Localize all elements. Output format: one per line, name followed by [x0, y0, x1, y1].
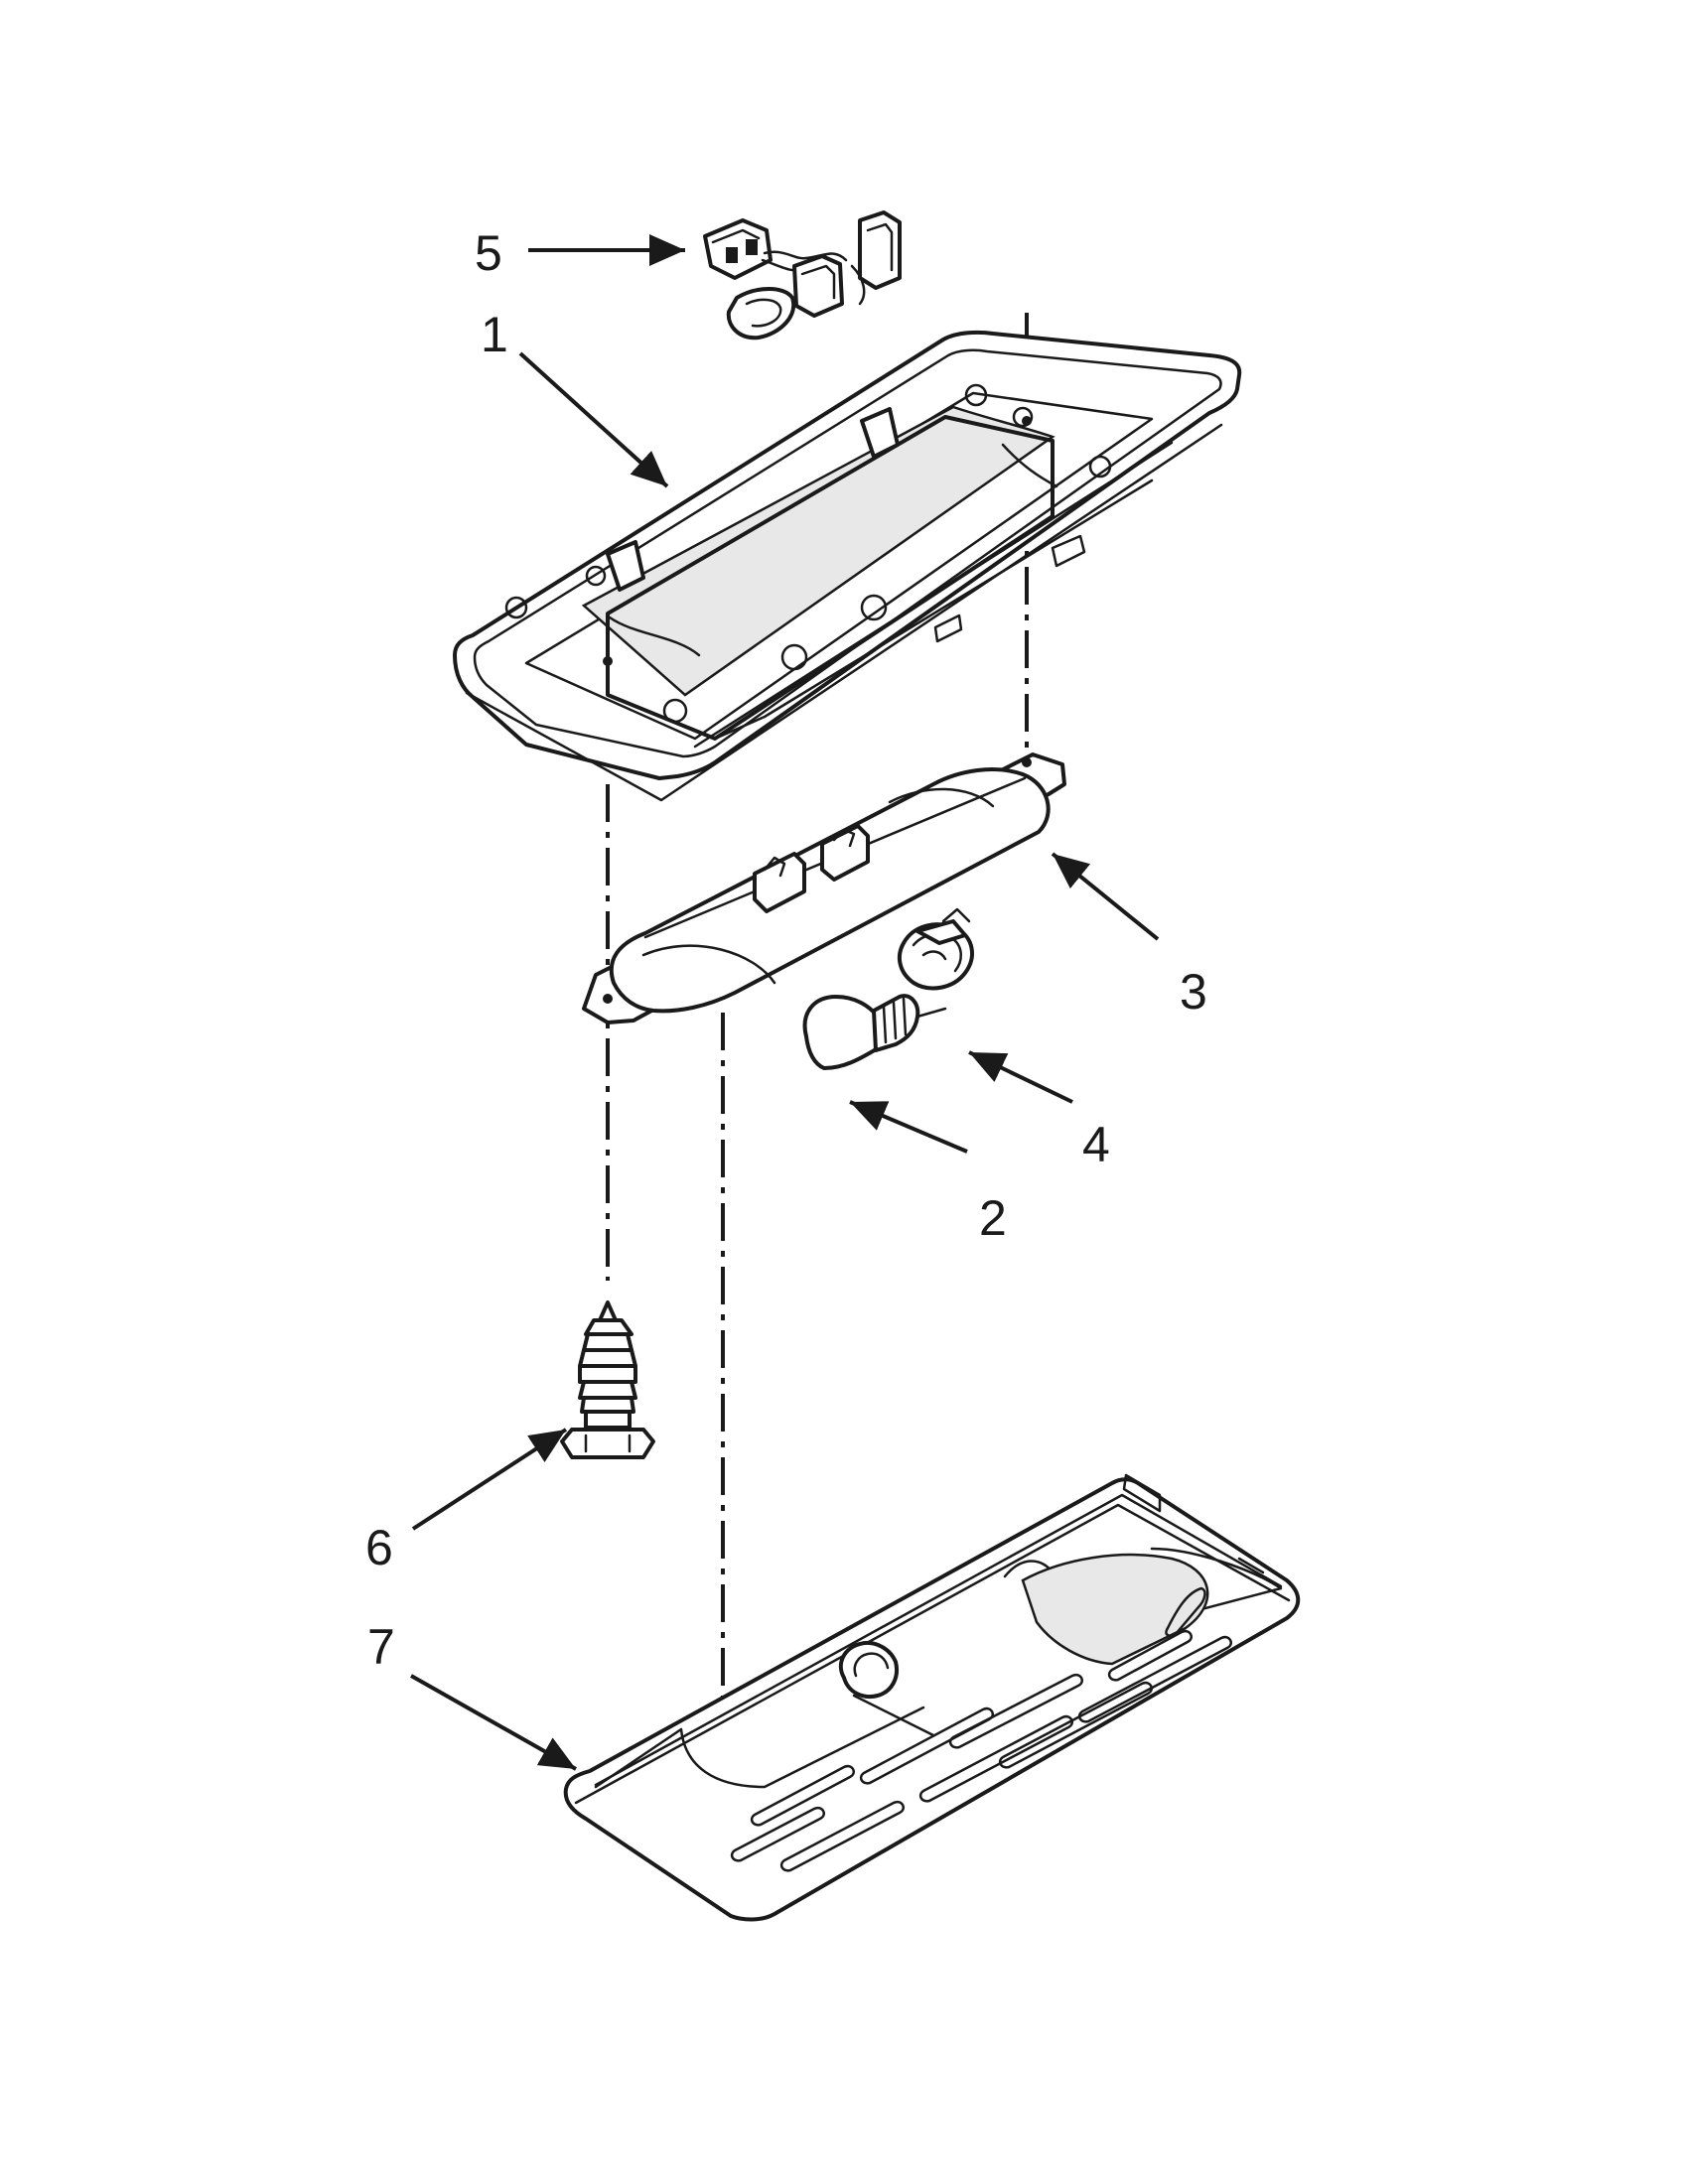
callout-2: 2 — [979, 1190, 1007, 1246]
light-cover-part — [563, 1473, 1301, 1922]
callout-5: 5 — [475, 225, 502, 281]
callout-labels: 5 1 3 4 2 6 7 — [365, 225, 1207, 1675]
leader-arrow-3 — [1051, 852, 1160, 941]
bulb-socket-part — [897, 907, 974, 991]
callout-6: 6 — [365, 1520, 393, 1575]
lamp-socket-housing-part — [582, 752, 1066, 1024]
leader-arrow-1 — [518, 351, 669, 488]
cover-vent-slots — [730, 1586, 1232, 1872]
callout-3: 3 — [1180, 964, 1207, 1020]
callout-7: 7 — [367, 1619, 395, 1675]
leader-arrow-6 — [411, 1428, 568, 1531]
screw-part — [560, 1300, 655, 1459]
callout-4: 4 — [1082, 1117, 1110, 1172]
light-housing-part — [453, 330, 1242, 802]
light-bulb-part — [802, 994, 947, 1070]
leader-arrow-4 — [968, 1050, 1073, 1104]
leader-arrow-2 — [849, 1100, 968, 1154]
leader-arrows — [410, 234, 1160, 1771]
wire-harness-part — [703, 210, 902, 341]
leader-arrow-7 — [410, 1674, 577, 1771]
callout-1: 1 — [481, 307, 508, 362]
